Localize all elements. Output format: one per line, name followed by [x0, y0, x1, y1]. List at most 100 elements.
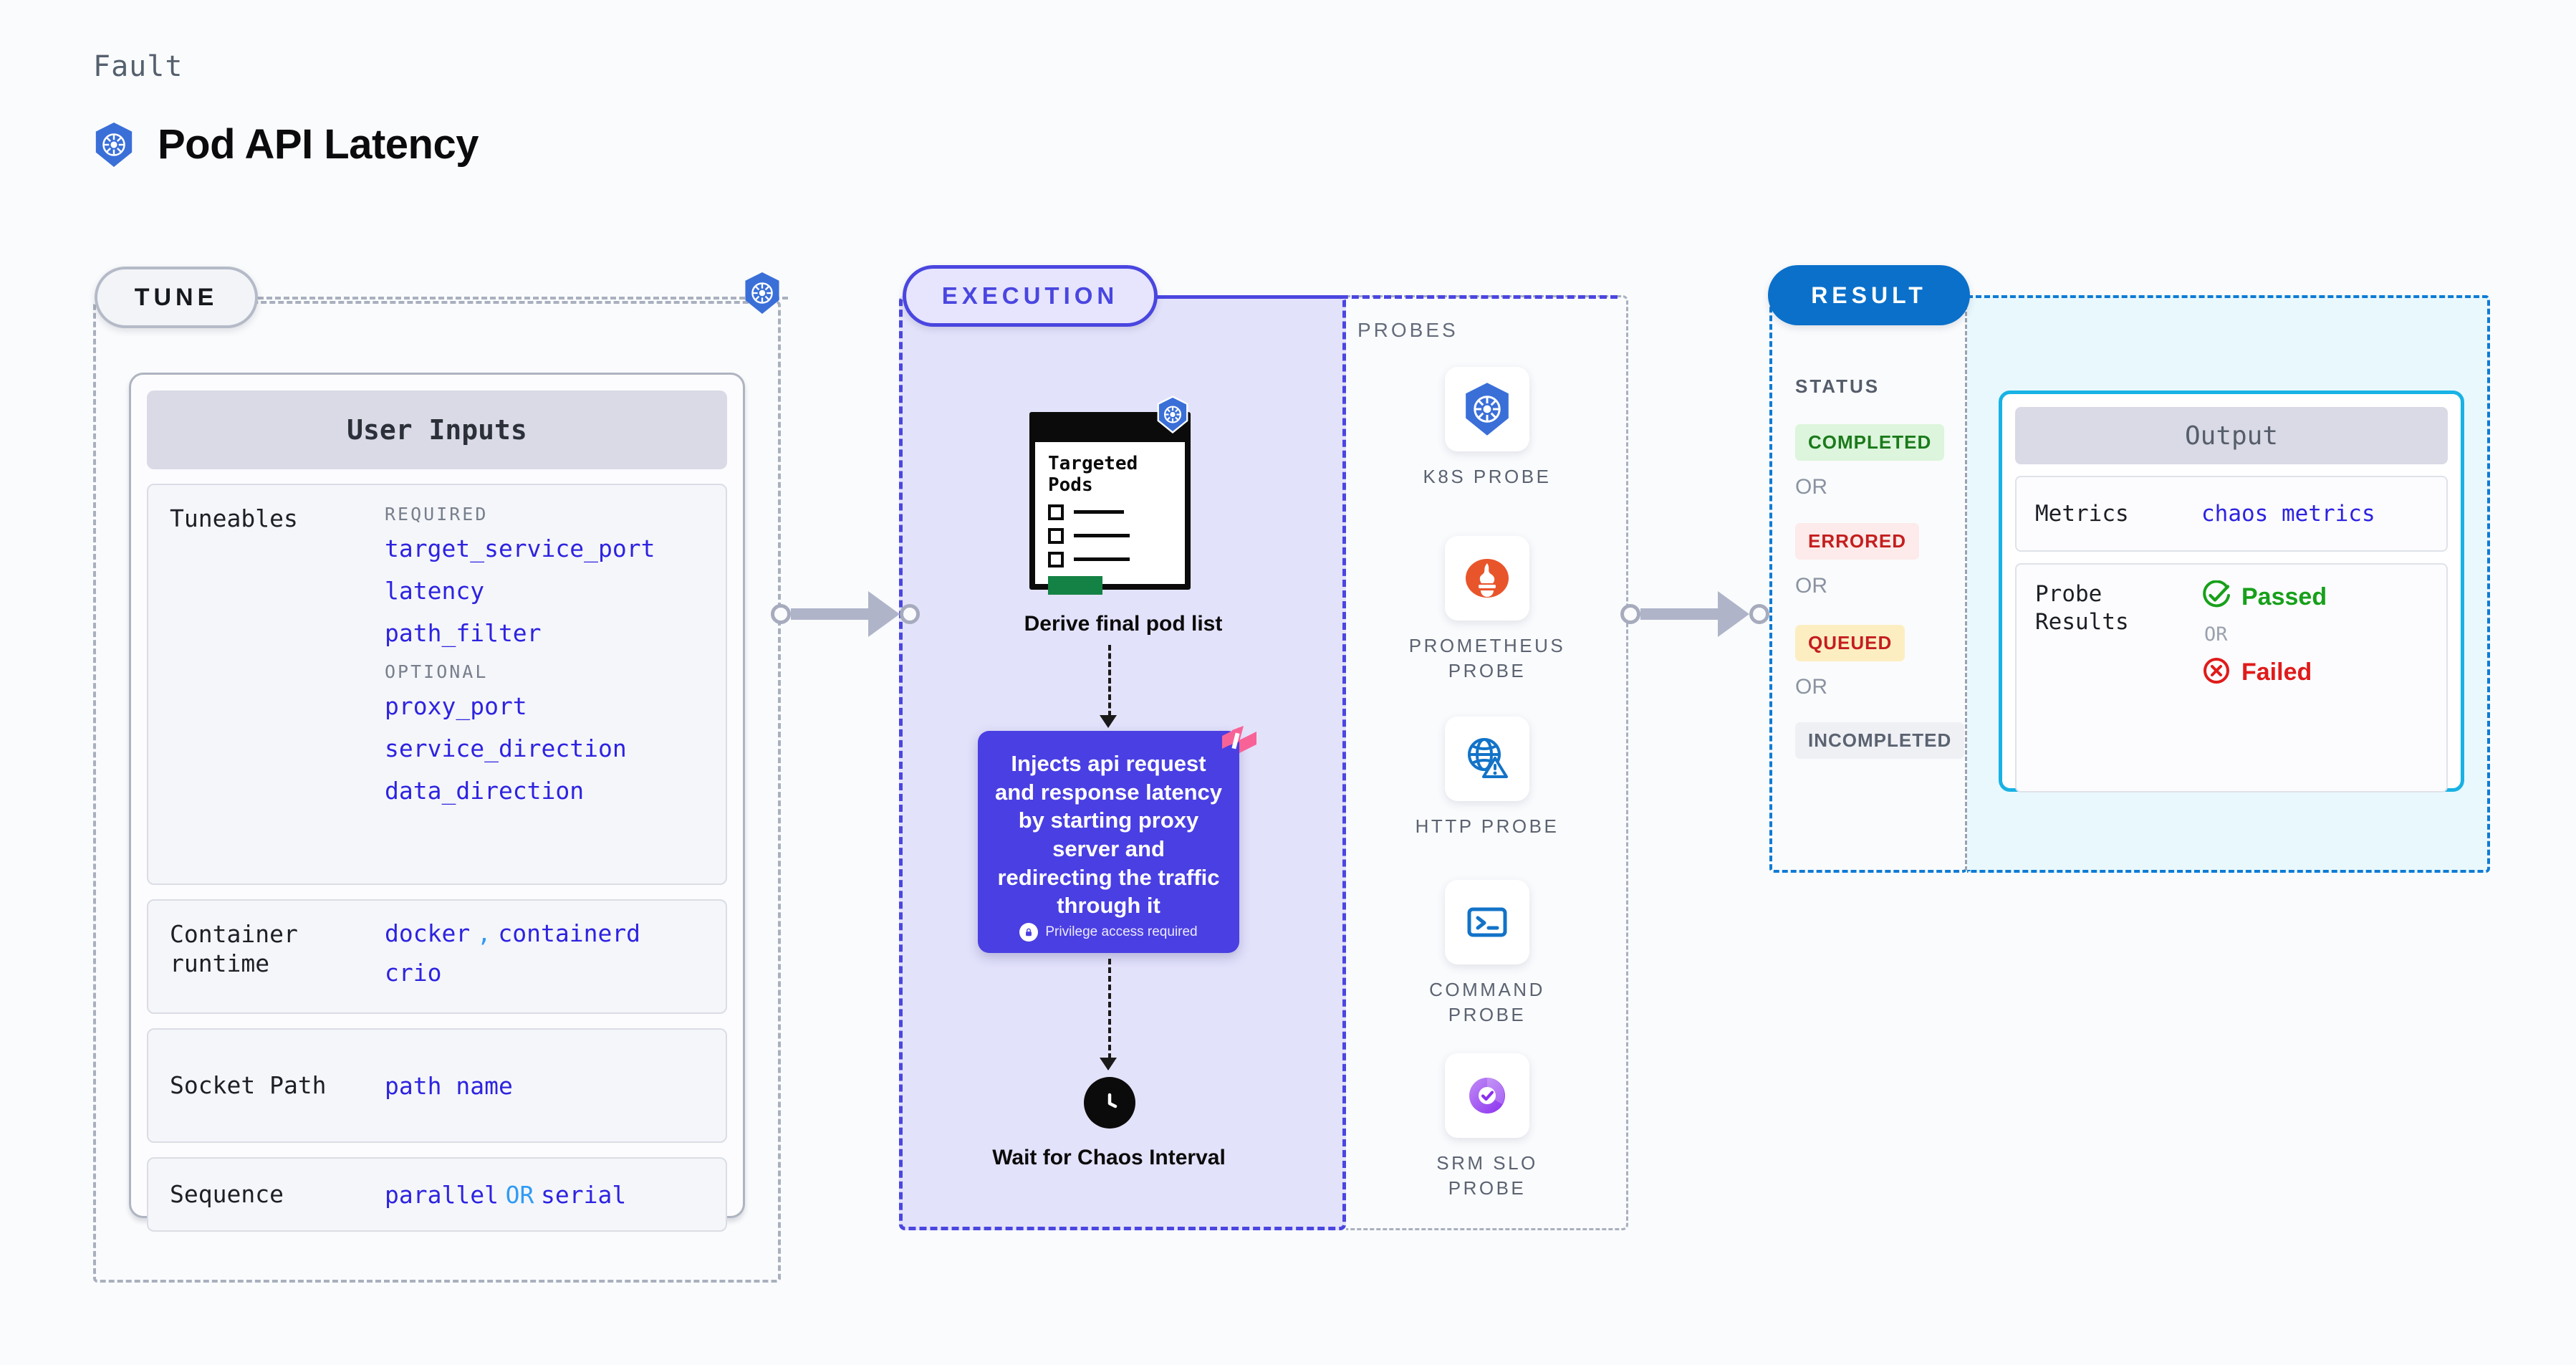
runtime-containerd[interactable]: containerd [498, 919, 641, 947]
container-runtime-label: Container runtime [170, 920, 298, 978]
list-item [1048, 527, 1172, 544]
status-or-2: OR [1795, 574, 1827, 598]
prometheus-icon [1445, 536, 1529, 621]
socket-path-value[interactable]: path name [385, 1071, 513, 1100]
connector-start-dot [1620, 604, 1640, 624]
output-card: Output Metrics chaos metrics Probe Resul… [1999, 391, 2464, 792]
tuneable-service-direction[interactable]: service_direction [385, 734, 627, 762]
probe-results-values: Passed OR Failed [2201, 580, 2428, 775]
terminal-icon [1445, 880, 1529, 964]
kubernetes-icon [1445, 367, 1529, 451]
probe-label: K8S PROBE [1423, 466, 1552, 487]
probe-http[interactable]: HTTP PROBE [1394, 717, 1580, 839]
metrics-label: Metrics [2035, 500, 2129, 527]
runtime-separator: , [476, 919, 491, 947]
probes-title: PROBES [1357, 319, 1458, 341]
placeholder-line [1074, 510, 1124, 514]
kubernetes-icon [1155, 396, 1191, 437]
probe-results-label: Probe Results [2035, 581, 2129, 635]
container-runtime-values: docker , containerd crio [385, 919, 704, 994]
sequence-section: Sequence parallel OR serial [147, 1157, 727, 1232]
probe-result-or: OR [2204, 623, 2228, 646]
checkbox-icon [1048, 504, 1064, 520]
status-or-1: OR [1795, 475, 1827, 499]
flow-line [1108, 959, 1111, 1059]
status-badge-incompleted: INCOMPLETED [1795, 722, 1965, 759]
probe-srm-slo[interactable]: SRM SLO PROBE [1394, 1053, 1580, 1201]
output-title: Output [2015, 407, 2448, 464]
tuneables-section: Tuneables REQUIRED target_service_port l… [147, 484, 727, 885]
page-title-row: Pod API Latency [92, 120, 479, 168]
sequence-serial[interactable]: serial [540, 1180, 627, 1209]
tuneable-target-service-port[interactable]: target_service_port [385, 535, 655, 562]
clock-icon [1084, 1077, 1135, 1129]
connector-end-dot [1749, 604, 1769, 624]
result-pill[interactable]: RESULT [1768, 265, 1970, 325]
caption-derive-final-pod-list: Derive final pod list [1024, 612, 1223, 636]
status-title: STATUS [1795, 375, 1880, 397]
progress-bar [1048, 575, 1102, 595]
probe-command[interactable]: COMMAND PROBE [1394, 880, 1580, 1028]
kubernetes-icon [741, 271, 783, 319]
targeted-pods-body: Targeted Pods [1035, 442, 1185, 606]
placeholder-line [1074, 557, 1130, 562]
connector-execution-to-result [1620, 591, 1769, 637]
checkbox-icon [1048, 551, 1064, 567]
list-item [1048, 551, 1172, 567]
status-badge-completed: COMPLETED [1795, 424, 1945, 461]
metrics-value[interactable]: chaos metrics [2201, 501, 2375, 527]
sequence-conjunction: OR [505, 1180, 534, 1209]
connector-bar [1640, 608, 1718, 620]
connector-tune-to-execution [771, 591, 920, 637]
kubernetes-icon [92, 121, 136, 168]
tuneable-path-filter[interactable]: path_filter [385, 619, 542, 647]
placeholder-line [1074, 534, 1130, 538]
runtime-crio[interactable]: crio [385, 959, 442, 987]
tuneable-data-direction[interactable]: data_direction [385, 777, 585, 805]
probe-label: SRM SLO PROBE [1436, 1152, 1538, 1199]
container-runtime-section: Container runtime docker , containerd cr… [147, 899, 727, 1014]
connector-end-dot [900, 604, 920, 624]
result-status-panel [1769, 295, 1967, 873]
caption-wait-for-chaos-interval: Wait for Chaos Interval [992, 1146, 1226, 1169]
connector-bar [791, 608, 868, 620]
probe-results-section: Probe Results Passed OR [2015, 563, 2448, 792]
probe-result-passed: Passed [2201, 580, 2428, 613]
sequence-parallel[interactable]: parallel [385, 1180, 499, 1209]
probe-label: PROMETHEUS PROBE [1408, 635, 1566, 682]
privilege-note-text: Privilege access required [1045, 924, 1198, 939]
tuneables-label: Tuneables [170, 504, 298, 532]
failed-label: Failed [2241, 658, 2312, 686]
checkbox-icon [1048, 527, 1064, 544]
sequence-values: parallel OR serial [385, 1181, 704, 1209]
connector-arrowhead-icon [1718, 591, 1749, 637]
status-badge-errored: ERRORED [1795, 523, 1920, 560]
execution-connector-line [1158, 295, 1618, 299]
socket-path-values: path name [385, 1072, 704, 1100]
harness-icon [1218, 726, 1258, 767]
metrics-section: Metrics chaos metrics [2015, 476, 2448, 552]
privilege-note: Privilege access required [1019, 923, 1198, 942]
probe-prometheus[interactable]: PROMETHEUS PROBE [1394, 536, 1580, 684]
status-badge-queued: QUEUED [1795, 625, 1905, 661]
status-or-3: OR [1795, 675, 1827, 699]
probe-label: HTTP PROBE [1415, 815, 1559, 837]
tune-panel [93, 301, 781, 1283]
x-circle-icon [2201, 656, 2231, 689]
globe-warning-icon [1445, 717, 1529, 801]
execution-pill[interactable]: EXECUTION [903, 265, 1158, 327]
list-item [1048, 504, 1172, 520]
arrow-down-icon [1100, 715, 1117, 728]
tuneable-latency[interactable]: latency [385, 577, 485, 605]
tuneable-proxy-port[interactable]: proxy_port [385, 692, 527, 720]
flow-line [1108, 645, 1111, 717]
sequence-label: Sequence [170, 1180, 284, 1209]
connector-arrowhead-icon [868, 591, 900, 637]
socket-path-label: Socket Path [170, 1071, 327, 1100]
tune-connector-line [258, 297, 788, 300]
connector-start-dot [771, 604, 791, 624]
tune-pill[interactable]: TUNE [95, 267, 258, 328]
runtime-docker[interactable]: docker [385, 919, 471, 947]
probe-k8s[interactable]: K8S PROBE [1394, 367, 1580, 489]
